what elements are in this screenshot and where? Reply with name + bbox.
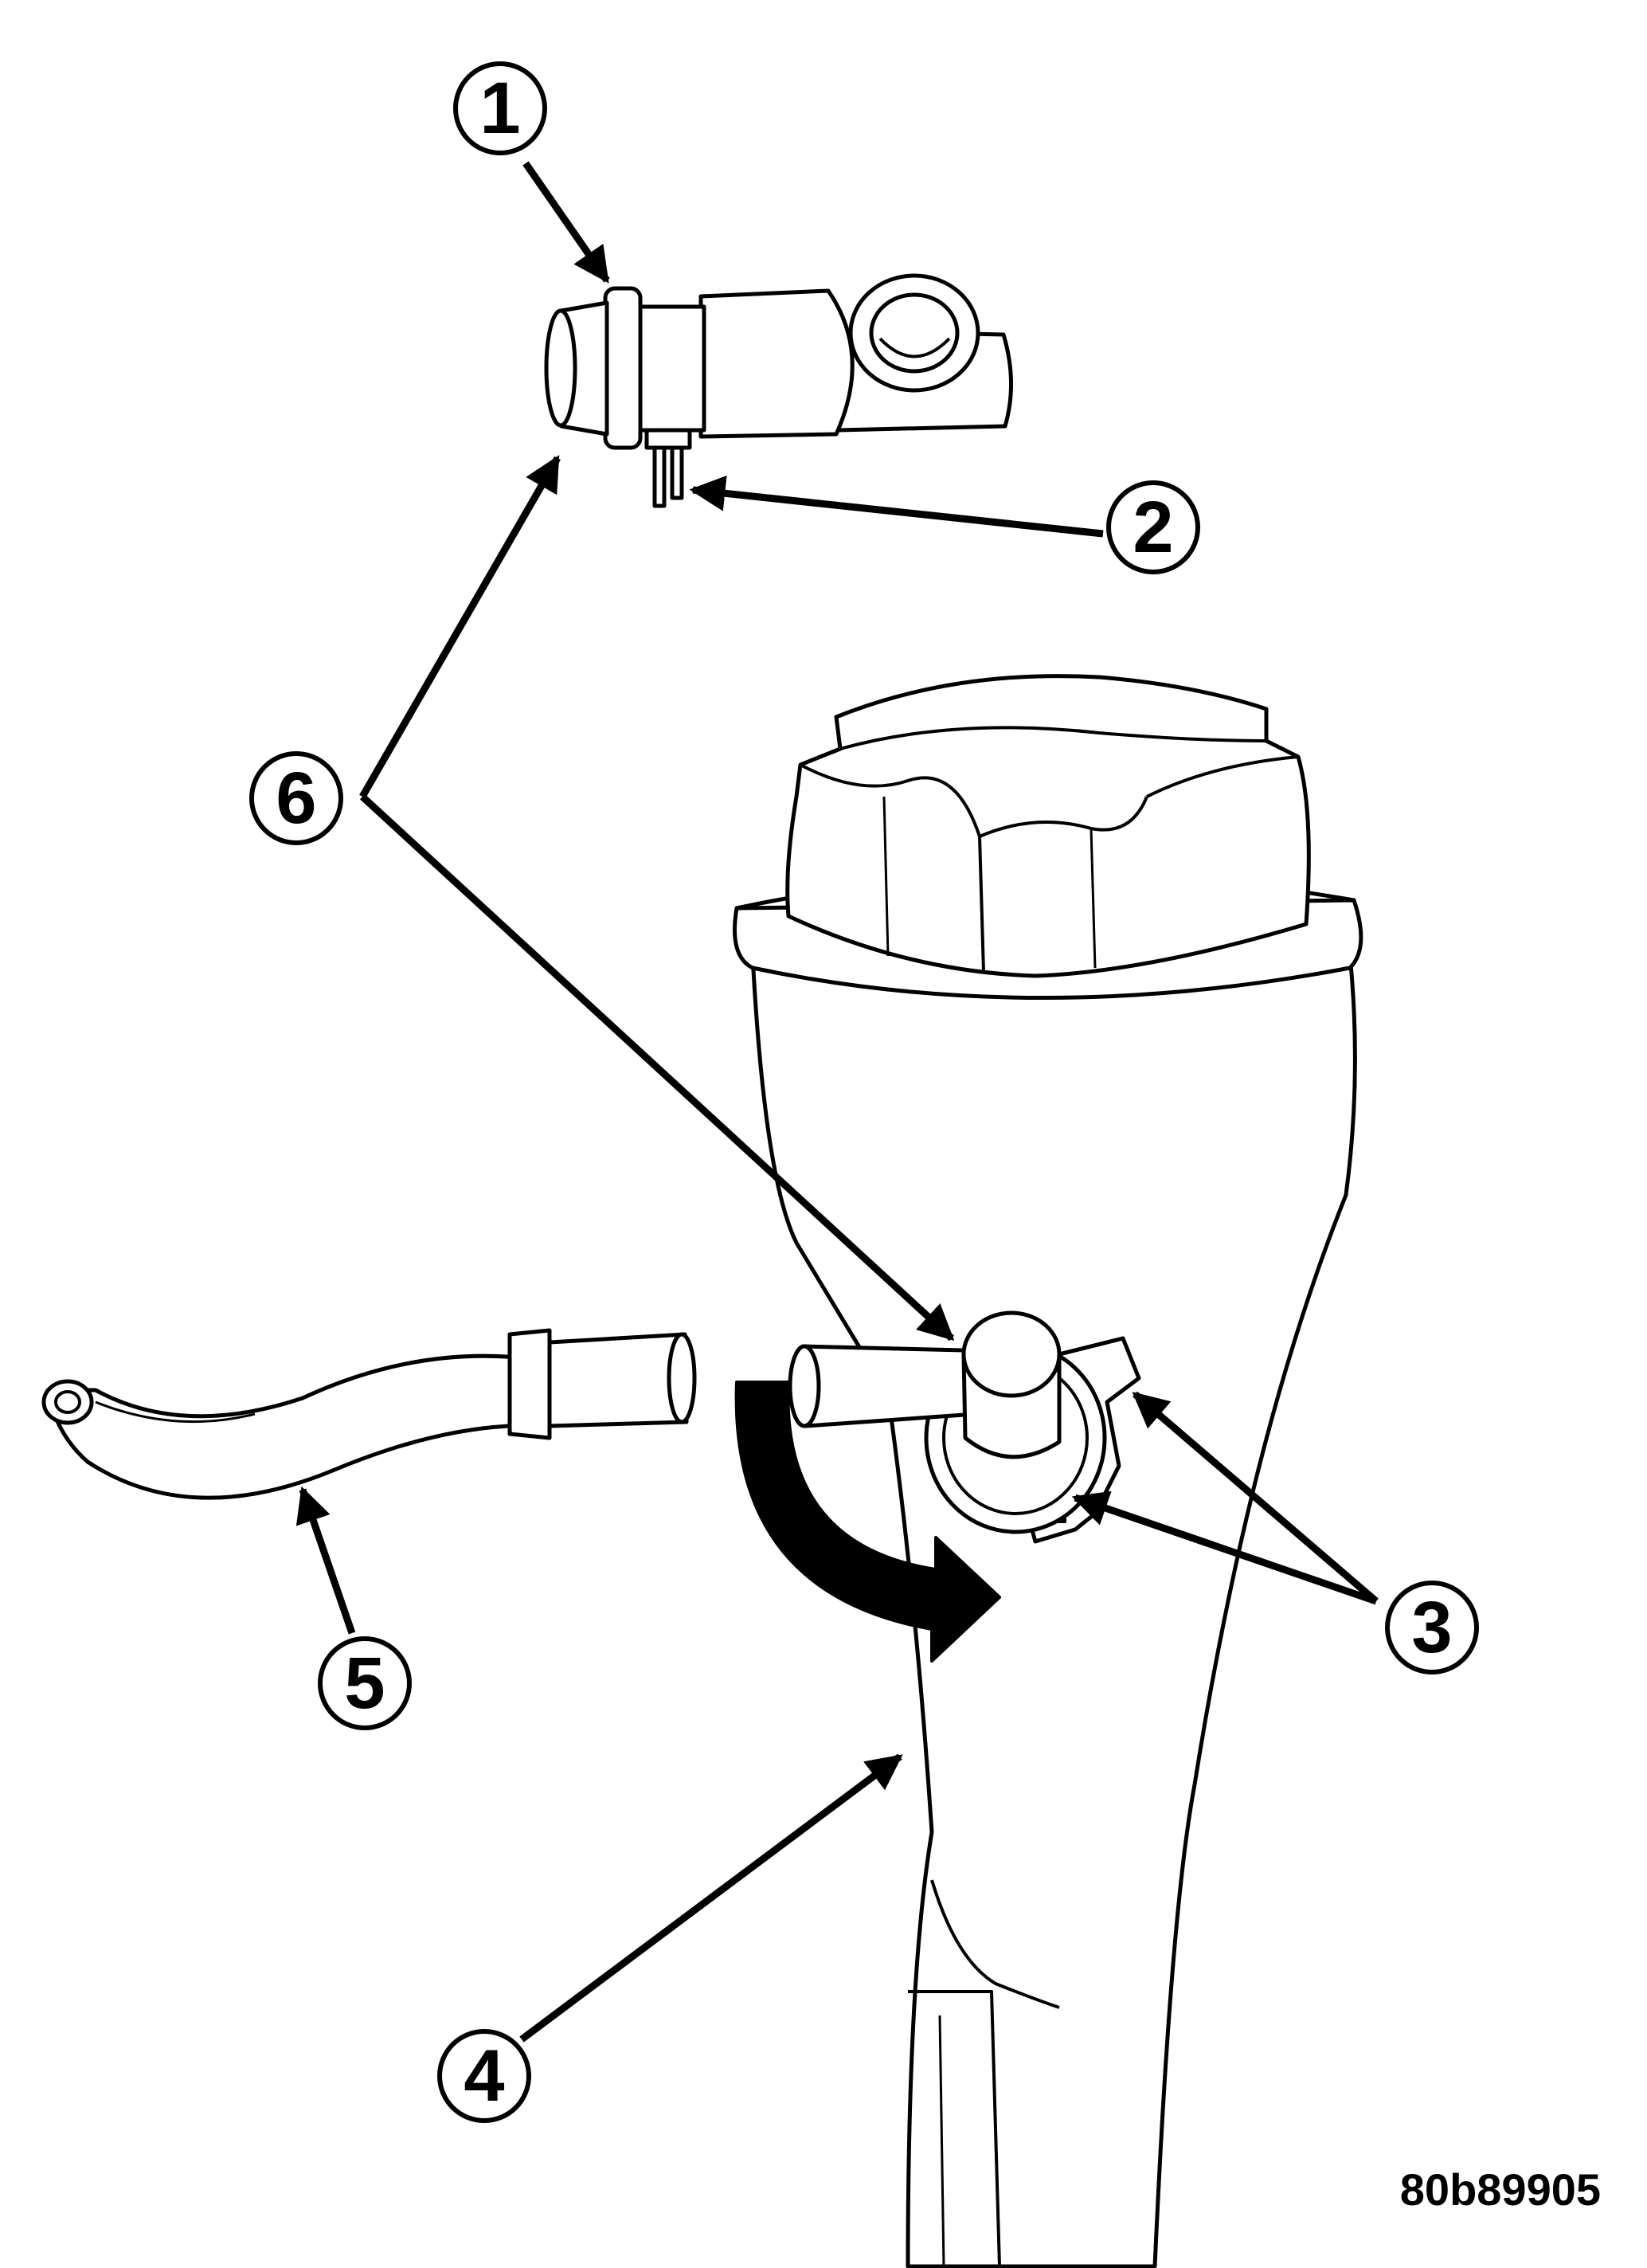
- mounted-valve: [788, 1310, 1141, 1544]
- callout-4: 4: [437, 2029, 531, 2123]
- leader-6b: [359, 793, 955, 1342]
- leader-2: [689, 475, 1104, 538]
- leader-1: [522, 161, 610, 284]
- reservoir-body: [733, 674, 1363, 2268]
- callout-3: 3: [1385, 1581, 1479, 1675]
- callout-4-label: 4: [464, 2035, 504, 2117]
- hose: [41, 1328, 697, 1500]
- callout-6: 6: [249, 751, 343, 845]
- leader-3b: [1071, 1490, 1378, 1605]
- rotation-arrow: [734, 1381, 1001, 1663]
- callout-1: 1: [453, 61, 547, 155]
- leader-4: [519, 1753, 903, 2043]
- callout-5: 5: [318, 1636, 412, 1730]
- figure-code: 80b89905: [1400, 2164, 1601, 2215]
- leader-6a: [359, 455, 561, 799]
- callout-3-label: 3: [1411, 1587, 1452, 1668]
- callout-6-label: 6: [276, 758, 316, 839]
- callout-2: 2: [1106, 480, 1200, 574]
- leader-3a: [1132, 1391, 1379, 1604]
- leader-5: [295, 1486, 356, 1635]
- callout-2-label: 2: [1133, 487, 1173, 568]
- valve-assembly: [544, 273, 1014, 508]
- callout-5-label: 5: [344, 1643, 385, 1724]
- callout-1-label: 1: [479, 68, 520, 149]
